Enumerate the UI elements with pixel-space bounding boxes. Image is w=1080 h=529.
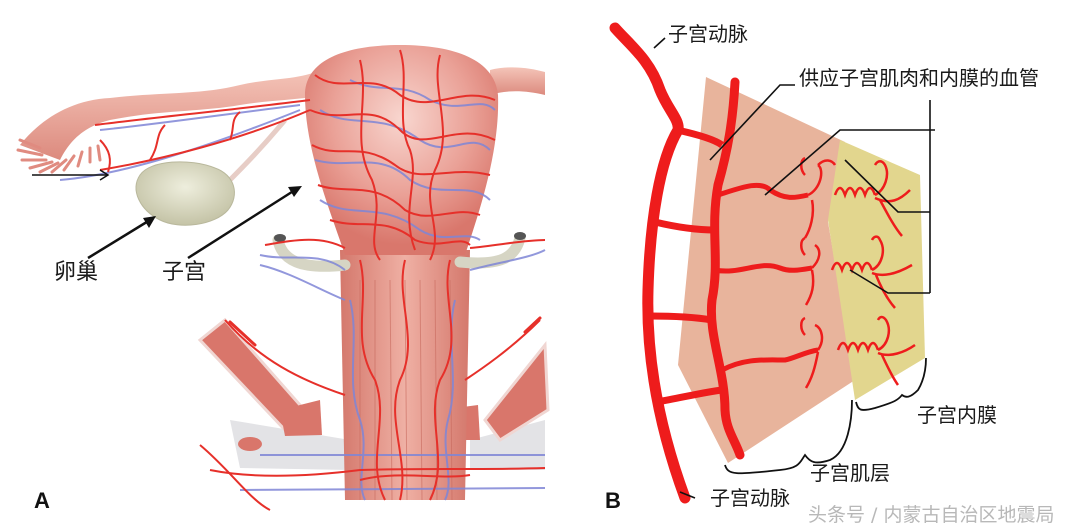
ureter-right bbox=[454, 232, 526, 269]
panel-b-letter: B bbox=[605, 488, 621, 513]
myometrium-label: 子宫肌层 bbox=[810, 461, 890, 485]
endometrium-region bbox=[828, 140, 925, 400]
myometrium-brace bbox=[724, 399, 853, 475]
endometrium-label: 子宫内膜 bbox=[917, 403, 997, 427]
ovary-arrow bbox=[87, 216, 156, 260]
ureter-left bbox=[272, 234, 351, 272]
ovary bbox=[135, 161, 235, 226]
tube-pointer-line bbox=[32, 169, 110, 181]
panel-a-illustration bbox=[16, 45, 550, 511]
uterus-arrow bbox=[187, 186, 302, 260]
spiral-arteries bbox=[800, 156, 916, 389]
fimbriae bbox=[16, 138, 102, 174]
endometrium-brace bbox=[855, 357, 927, 411]
uterus-label: 子宫 bbox=[162, 260, 207, 285]
radial-arteries bbox=[649, 126, 725, 406]
pelvic-floor-shadow bbox=[230, 420, 350, 470]
fallopian-tube-left bbox=[20, 70, 325, 160]
vessels-supply-label: 供应子宫肌肉和内膜的血管 bbox=[799, 66, 1039, 90]
uterine-artery-top-label: 子宫动脉 bbox=[668, 22, 748, 46]
uterus-body bbox=[305, 45, 499, 255]
uterine-artery-main bbox=[609, 22, 691, 504]
leader-lines bbox=[653, 37, 935, 499]
ovary-label: 卵巢 bbox=[54, 260, 99, 285]
pelvic-muscle-left bbox=[197, 317, 322, 451]
arcuate-artery bbox=[706, 77, 745, 460]
watermark: 头条号 / 内蒙古自治区地震局 bbox=[808, 504, 1055, 526]
arteries bbox=[94, 49, 546, 511]
uterine-artery-bottom-label: 子宫动脉 bbox=[710, 486, 790, 510]
panel-a-letter: A bbox=[34, 488, 50, 513]
